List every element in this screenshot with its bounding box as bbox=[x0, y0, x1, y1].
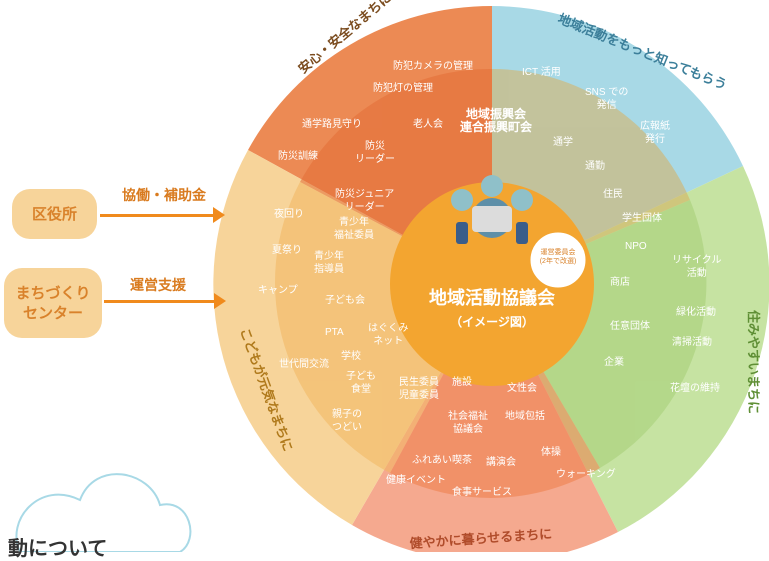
inner-children bbox=[274, 182, 492, 473]
sector-item-health_inner: 施設 bbox=[452, 377, 472, 388]
sector-item-living: 企業 bbox=[604, 357, 624, 368]
ward-office-label: 区役所 bbox=[31, 205, 77, 223]
sector-item-children: 青少年 福祉委員 bbox=[334, 217, 374, 241]
center-title: 地域活動協議会 bbox=[429, 287, 555, 308]
sector-item-health_outer: ふれあい喫茶 bbox=[412, 455, 472, 466]
sector-item-health_outer: 健康イベント bbox=[386, 475, 446, 486]
sector-item-children: 世代間交流 bbox=[279, 359, 329, 370]
machizukuri-center-box: まちづくり センター bbox=[4, 268, 102, 338]
sector-item-living: 緑化活動 bbox=[676, 307, 716, 318]
sector-item-health_inner: 民生委員 児童委員 bbox=[399, 377, 439, 401]
sector-item-living: 花壇の維持 bbox=[670, 383, 720, 394]
ward-office-box: 区役所 bbox=[12, 189, 97, 239]
sector-item-safety: 通学路見守り bbox=[302, 119, 362, 130]
support-fund-arrow bbox=[100, 207, 225, 223]
sector-item-living: NPO bbox=[625, 241, 647, 252]
inner-health bbox=[390, 284, 600, 498]
sector-item-safety: 防災ジュニア リーダー bbox=[335, 189, 395, 213]
sector-item-children: PTA bbox=[325, 327, 344, 338]
sector-item-children: 親子の つどい bbox=[332, 409, 362, 433]
sector-item-health_inner: 地域包括 bbox=[505, 411, 545, 422]
sector-item-health_outer: 体操 bbox=[541, 447, 561, 458]
operational-support-label: 運営支援 bbox=[130, 278, 186, 294]
sector-item-health_outer: 食事サービス bbox=[452, 487, 512, 498]
sector-item-living: 商店 bbox=[610, 277, 630, 288]
sector-item-health_inner: 文性会 bbox=[507, 383, 537, 394]
machizukuri-center-label: まちづくり センター bbox=[15, 284, 91, 322]
support-fund-label: 協働・補助金 bbox=[122, 188, 206, 204]
sector-item-safety: 防災 リーダー bbox=[355, 141, 395, 165]
sector-item-health_inner: 社会福祉 協議会 bbox=[448, 411, 488, 435]
sector-item-living: 清掃活動 bbox=[672, 337, 712, 348]
sector-item-core: 学生団体 bbox=[622, 213, 662, 224]
sector-item-ict: ICT 活用 bbox=[522, 67, 561, 78]
sector-item-children: 子ども会 bbox=[325, 295, 365, 306]
sector-item-health_outer: 講演会 bbox=[486, 457, 516, 468]
ring-label-living: 住みやすいまちに bbox=[746, 310, 761, 414]
operational-support-arrow bbox=[104, 293, 226, 309]
committee-badge bbox=[529, 231, 587, 289]
sector-item-safety: 防犯カメラの管理 bbox=[393, 61, 473, 72]
sector-item-core: 地域振興会 連合振興町会 bbox=[460, 107, 533, 134]
footer-partial-text: 動について bbox=[8, 536, 108, 560]
committee-badge-text: 運営委員会 (2年で改選) bbox=[539, 249, 577, 265]
sector-item-children: 夏祭り bbox=[272, 245, 302, 256]
cloud-shape bbox=[15, 473, 192, 552]
sector-item-children: 夜回り bbox=[274, 209, 304, 220]
sector-item-safety: 防犯灯の管理 bbox=[373, 83, 433, 94]
sector-item-children: 青少年 指導員 bbox=[314, 251, 344, 275]
sector-item-ict: SNS での 発信 bbox=[585, 87, 629, 111]
sector-item-children: はぐくみ ネット bbox=[368, 323, 409, 347]
sector-item-core: 住民 bbox=[603, 189, 623, 200]
sector-item-safety: 防災訓練 bbox=[278, 151, 318, 162]
meeting-people-icon bbox=[451, 175, 533, 244]
sector-item-health_outer: ウォーキング bbox=[556, 469, 616, 480]
center-disk bbox=[390, 182, 594, 386]
sector-item-children: 子ども 食堂 bbox=[346, 371, 376, 395]
sector-item-ict: 広報紙 発行 bbox=[640, 121, 670, 145]
sector-item-core: 通学 bbox=[553, 137, 573, 148]
sector-item-children: 学校 bbox=[341, 351, 361, 362]
sector-item-living: 任意団体 bbox=[610, 321, 650, 332]
sector-item-core: 通勤 bbox=[585, 161, 605, 172]
center-subtitle: （イメージ図） bbox=[450, 314, 534, 329]
sector-item-living: リサイクル 活動 bbox=[672, 255, 722, 279]
sector-item-safety: 老人会 bbox=[413, 119, 443, 130]
sector-item-children: キャンプ bbox=[258, 285, 298, 296]
